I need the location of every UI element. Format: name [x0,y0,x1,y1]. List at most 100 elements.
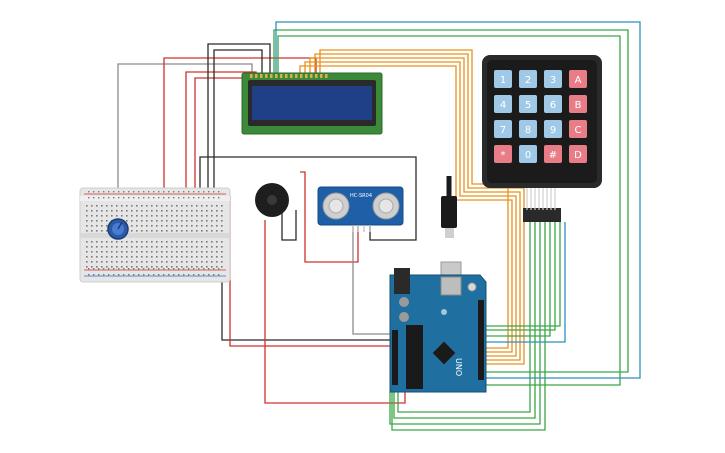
breadboard-hole [166,210,168,212]
breadboard-hole [136,251,138,253]
breadboard-hole [126,251,128,253]
breadboard-hole [176,266,178,268]
keypad-key-face [569,145,587,163]
breadboard-hole [156,251,158,253]
keypad-key-face [569,70,587,88]
breadboard-rail-hole [103,191,105,193]
breadboard-rail-hole [213,191,215,193]
piezo-buzzer [255,183,289,217]
breadboard-hole [136,266,138,268]
breadboard-hole [206,205,208,207]
breadboard-rail-hole [128,274,130,276]
keypad-key[interactable]: 1 [494,70,512,88]
breadboard-hole [86,256,88,258]
breadboard-hole [211,246,213,248]
keypad-key[interactable]: 5 [519,95,537,113]
breadboard-rail-hole [88,274,90,276]
breadboard-hole [131,225,133,227]
breadboard-hole [186,205,188,207]
breadboard-hole [91,261,93,263]
breadboard-hole [96,266,98,268]
usb-cable [440,176,462,283]
breadboard-hole [201,215,203,217]
breadboard-rail-hole [123,274,125,276]
breadboard-hole [216,241,218,243]
keypad-key-face [569,120,587,138]
breadboard-hole [211,256,213,258]
breadboard-hole [96,230,98,232]
lcd-header-pins [250,74,328,78]
breadboard-rail-hole [168,268,170,270]
keypad-key[interactable]: 0 [519,145,537,163]
breadboard-hole [181,220,183,222]
keypad-key[interactable]: 7 [494,120,512,138]
breadboard-rail-hole [178,191,180,193]
breadboard-hole [116,246,118,248]
breadboard-hole [161,220,163,222]
breadboard-rail-hole [133,268,135,270]
potentiometer[interactable] [107,218,129,240]
breadboard-hole [206,251,208,253]
breadboard-hole [151,215,153,217]
breadboard-hole [171,220,173,222]
breadboard-hole [166,225,168,227]
breadboard-rail-hole [163,191,165,193]
breadboard-hole [181,251,183,253]
breadboard-rail-hole [153,197,155,199]
keypad-key[interactable]: 6 [544,95,562,113]
breadboard-hole [86,225,88,227]
keypad-key[interactable]: B [569,95,587,113]
keypad-key-face [544,145,562,163]
breadboard-rail-hole [153,191,155,193]
breadboard-hole [111,256,113,258]
breadboard-hole [86,210,88,212]
breadboard-hole [126,205,128,207]
breadboard-hole [206,261,208,263]
breadboard-hole [176,251,178,253]
breadboard-rail-hole [123,191,125,193]
keypad-key-label: 9 [550,125,556,136]
breadboard-hole [146,241,148,243]
keypad-key[interactable]: 8 [519,120,537,138]
keypad-key[interactable]: A [569,70,587,88]
breadboard-rail-hole [108,197,110,199]
breadboard-hole [206,225,208,227]
keypad-key-label: 0 [525,150,531,161]
breadboard-hole [101,256,103,258]
breadboard-hole [106,246,108,248]
breadboard-hole [111,251,113,253]
keypad-key-label: 8 [525,125,531,136]
breadboard-hole [146,266,148,268]
breadboard-hole [106,215,108,217]
keypad-key[interactable]: 3 [544,70,562,88]
breadboard-rail-hole [118,268,120,270]
keypad-key-face [519,145,537,163]
breadboard-hole [141,215,143,217]
breadboard-hole [206,230,208,232]
breadboard-hole [101,220,103,222]
breadboard-hole [146,210,148,212]
breadboard-rail-hole [173,274,175,276]
keypad-key[interactable]: D [569,145,587,163]
breadboard-hole [181,215,183,217]
breadboard-rail-hole [148,268,150,270]
breadboard-hole [186,246,188,248]
breadboard-hole [131,210,133,212]
breadboard-hole [131,205,133,207]
breadboard-hole [201,266,203,268]
breadboard-hole [101,266,103,268]
keypad-key-face [569,95,587,113]
keypad-key[interactable]: # [544,145,562,163]
breadboard-hole [221,266,223,268]
breadboard-hole [121,256,123,258]
keypad-key[interactable]: 4 [494,95,512,113]
breadboard-hole [106,205,108,207]
keypad-key[interactable]: 9 [544,120,562,138]
keypad-key[interactable]: C [569,120,587,138]
keypad-key[interactable]: * [494,145,512,163]
breadboard-hole [176,256,178,258]
breadboard-hole [156,225,158,227]
breadboard-hole [156,261,158,263]
keypad-key[interactable]: 2 [519,70,537,88]
breadboard-rail-hole [193,191,195,193]
